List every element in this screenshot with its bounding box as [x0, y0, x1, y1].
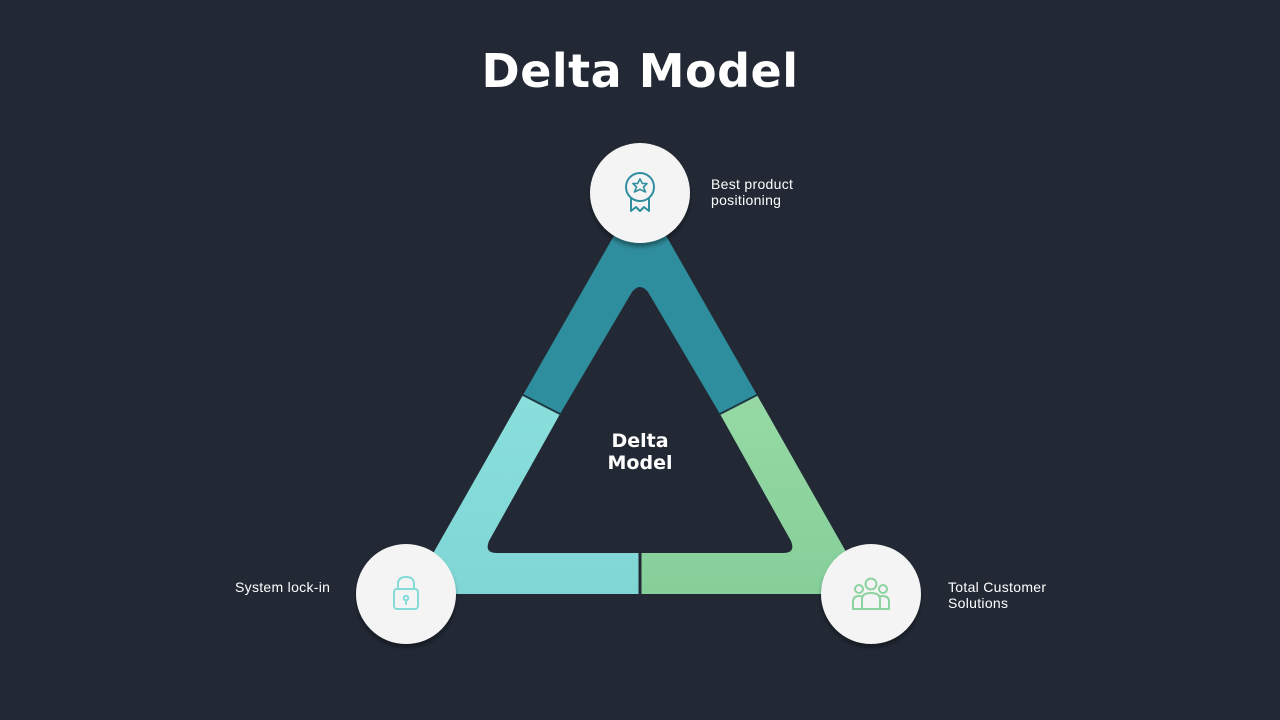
segment-top	[523, 190, 757, 414]
label-top: Best product positioning	[711, 176, 793, 208]
label-top-line2: positioning	[711, 192, 782, 208]
center-label-line2: Model	[607, 452, 673, 474]
page-title: Delta Model	[481, 44, 799, 98]
label-left: System lock-in	[235, 579, 330, 595]
award-badge-icon	[625, 172, 655, 212]
node-left	[356, 544, 456, 644]
label-right-line2: Solutions	[948, 595, 1009, 611]
center-label: Delta Model	[580, 430, 700, 474]
divider-right	[719, 394, 758, 415]
lock-icon	[393, 575, 419, 610]
center-label-line1: Delta	[611, 430, 669, 452]
label-left-line1: System lock-in	[235, 579, 331, 595]
node-top	[590, 143, 690, 243]
people-group-icon	[852, 577, 890, 610]
segment-left	[410, 395, 639, 594]
label-right-line1: Total Customer	[948, 579, 1047, 595]
label-right: Total Customer Solutions	[948, 579, 1046, 611]
label-top-line1: Best product	[711, 176, 794, 192]
segment-right	[641, 395, 870, 594]
node-right	[821, 544, 921, 644]
divider-left	[522, 394, 561, 415]
